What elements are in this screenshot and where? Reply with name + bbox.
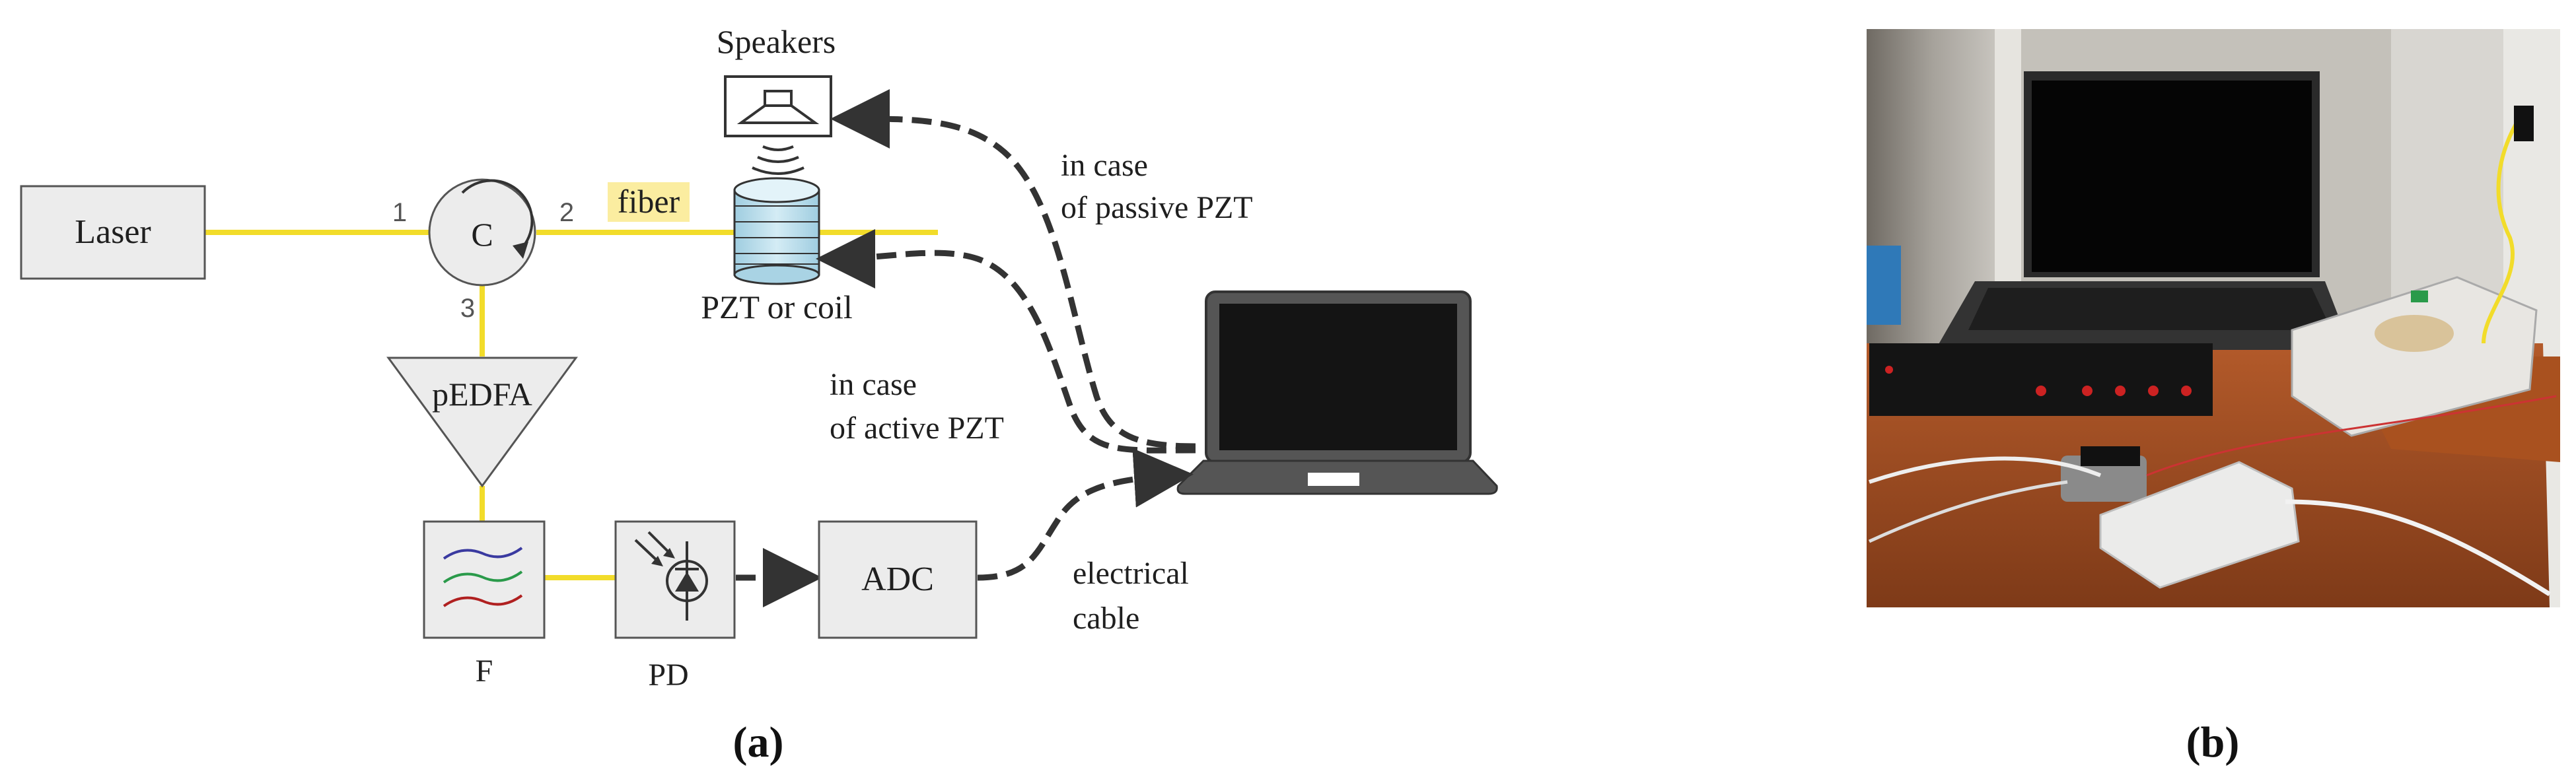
- sound-waves-icon: [752, 145, 805, 175]
- fiber-label: fiber: [618, 183, 680, 220]
- diagram-panel: Laser C 1 2 3 fiber Speakers: [20, 23, 1498, 766]
- port-1-label: 1: [392, 198, 407, 227]
- laser-box: [20, 185, 206, 280]
- active-note-line2: of active PZT: [830, 411, 1004, 446]
- caption-b: (b): [2186, 718, 2240, 766]
- laptop-icon: [1176, 290, 1498, 495]
- photodiode-label: PD: [648, 658, 688, 693]
- circulator: [428, 178, 536, 287]
- pzt-coil-label: PZT or coil: [701, 289, 853, 325]
- laptop-to-speakers-line: [830, 88, 1196, 450]
- amplifier-triangle: [386, 357, 578, 488]
- laptop-to-pzt-line: [816, 228, 1196, 454]
- active-note-line1: in case: [830, 367, 917, 402]
- adc-to-laptop-cable: [977, 448, 1194, 581]
- port-3-label: 3: [460, 294, 475, 323]
- adc-label: ADC: [861, 560, 934, 598]
- adc-box: [818, 520, 978, 639]
- lab-setup-photo: (b): [1867, 29, 2560, 766]
- photodiode-box: [614, 520, 736, 639]
- circulator-arrow-icon: [461, 179, 534, 251]
- fiber-label-highlight: [608, 182, 690, 222]
- cable-note-line1: electrical: [1073, 556, 1189, 591]
- filter-label: F: [476, 654, 493, 689]
- pzt-coil: [733, 177, 820, 285]
- laser-label: Laser: [75, 213, 151, 251]
- port-2-label: 2: [559, 198, 574, 227]
- photodiode-icon: [634, 531, 708, 621]
- passive-note-line1: in case: [1061, 148, 1148, 183]
- passive-note-line2: of passive PZT: [1061, 190, 1253, 225]
- filter-box: [423, 520, 546, 639]
- cable-note-line2: cable: [1073, 601, 1139, 636]
- speaker-icon: [736, 90, 820, 124]
- speakers-label: Speakers: [717, 23, 836, 60]
- circulator-label: C: [471, 216, 493, 253]
- amplifier-label: pEDFA: [432, 376, 532, 413]
- caption-a: (a): [733, 718, 784, 766]
- filter-curves-icon: [443, 547, 523, 607]
